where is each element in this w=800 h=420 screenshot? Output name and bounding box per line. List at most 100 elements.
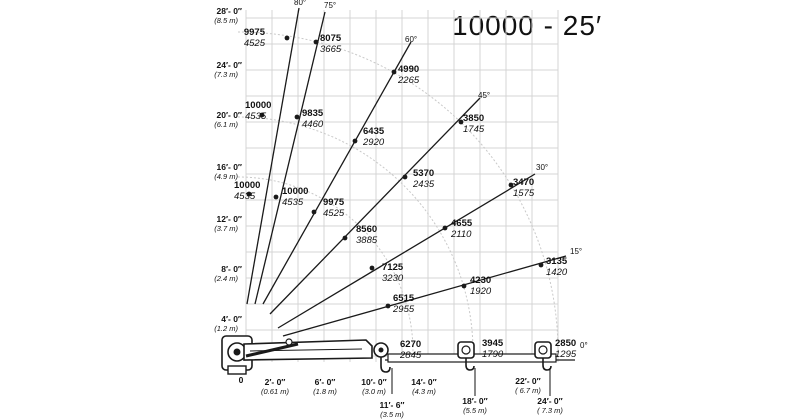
radius-arc xyxy=(237,31,559,353)
distance-label: 0 xyxy=(239,375,244,385)
load-value-lb: 8075 xyxy=(320,33,342,44)
load-value-kg: 3230 xyxy=(382,273,404,284)
load-value-lb: 3850 xyxy=(463,113,484,124)
distance-label-metric: (3.5 m) xyxy=(380,410,404,419)
distance-label: 22′- 0″ xyxy=(515,376,540,386)
boom-line-2 xyxy=(262,41,412,305)
load-point xyxy=(369,265,375,271)
height-label: 12′- 0″ xyxy=(217,214,242,224)
load-value-kg: 1295 xyxy=(555,349,577,360)
height-label: 4′- 0″ xyxy=(221,314,242,324)
distance-label: 18′- 0″ xyxy=(462,396,487,406)
distance-label: 11′- 6″ xyxy=(379,400,404,410)
height-label: 20′- 0″ xyxy=(217,110,242,120)
load-value-lb: 3470 xyxy=(513,177,534,188)
extension-sheave xyxy=(538,345,548,355)
load-point xyxy=(461,283,467,289)
distance-label: 14′- 0″ xyxy=(411,377,436,387)
load-value-kg: 2435 xyxy=(412,179,435,190)
labels: 80°9975452510000453510000453575°80753665… xyxy=(214,0,587,419)
boom-angle-label: 30° xyxy=(536,163,548,172)
load-value-kg: 4460 xyxy=(302,119,324,130)
load-value-lb: 6515 xyxy=(393,293,415,304)
load-point xyxy=(352,138,358,144)
load-point xyxy=(273,194,279,200)
load-value-kg: 3885 xyxy=(356,235,378,246)
load-value-lb: 10000 xyxy=(245,100,271,111)
crane-cylinder-pin xyxy=(285,338,293,346)
distance-label: 2′- 0″ xyxy=(265,377,286,387)
height-label: 28′- 0″ xyxy=(217,6,242,16)
height-label-metric: (7.3 m) xyxy=(214,70,238,79)
load-value-lb: 9975 xyxy=(244,27,266,38)
load-value-kg: 2265 xyxy=(397,75,420,86)
load-value-kg: 4525 xyxy=(244,38,266,49)
load-value-kg: 1745 xyxy=(463,124,485,135)
boom-angle-label: 0° xyxy=(580,341,588,350)
boom-line-5 xyxy=(282,255,567,337)
distance-label-metric: (3.0 m) xyxy=(362,387,386,396)
distance-label: 6′- 0″ xyxy=(315,377,336,387)
crane-pivot-pin xyxy=(233,348,241,356)
load-value-kg: 4535 xyxy=(234,191,256,202)
distance-label-metric: ( 6.7 m) xyxy=(515,386,541,395)
load-value-lb: 4655 xyxy=(451,218,473,229)
distance-label-metric: ( 7.3 m) xyxy=(537,406,563,415)
load-value-kg: 4535 xyxy=(245,111,267,122)
load-value-lb: 8560 xyxy=(356,224,377,235)
radius-arcs xyxy=(237,31,559,353)
boom-line-0 xyxy=(246,7,300,305)
load-value-kg: 1920 xyxy=(470,286,492,297)
height-label-metric: (4.9 m) xyxy=(214,172,238,181)
load-value-kg: 4525 xyxy=(323,208,345,219)
height-label-metric: (3.7 m) xyxy=(214,224,238,233)
load-point xyxy=(313,39,319,45)
load-value-lb: 7125 xyxy=(382,262,404,273)
distance-label: 24′- 0″ xyxy=(537,396,562,406)
distance-label-metric: (1.8 m) xyxy=(313,387,337,396)
height-label: 8′- 0″ xyxy=(221,264,242,274)
load-value-kg: 2110 xyxy=(450,229,472,240)
load-point xyxy=(246,191,252,197)
distance-label-metric: (0.61 m) xyxy=(261,387,289,396)
height-label-metric: (8.5 m) xyxy=(214,16,238,25)
load-value-kg: 2955 xyxy=(392,304,415,315)
load-point xyxy=(538,262,544,268)
boom-angle-label: 15° xyxy=(570,247,582,256)
distance-label: 10′- 0″ xyxy=(361,377,386,387)
boom-angle-label: 80° xyxy=(294,0,306,7)
distance-label-metric: (5.5 m) xyxy=(463,406,487,415)
boom-angle-label: 60° xyxy=(405,35,417,44)
crane-cylinder xyxy=(245,342,299,358)
load-point xyxy=(342,235,348,241)
load-value-lb: 2850 xyxy=(555,338,576,349)
load-value-lb: 5370 xyxy=(413,168,434,179)
load-point xyxy=(402,174,408,180)
chart-title: 10000 - 25′ xyxy=(452,10,603,41)
load-point xyxy=(259,112,265,118)
load-value-kg: 1790 xyxy=(482,349,504,360)
load-point xyxy=(458,119,464,125)
load-point xyxy=(508,182,514,188)
boom-angle-label: 75° xyxy=(324,1,336,10)
boom-line-3 xyxy=(269,97,481,315)
radius-arc xyxy=(237,176,414,353)
load-value-lb: 6270 xyxy=(400,339,421,350)
radius-arc xyxy=(237,116,474,353)
load-point xyxy=(284,35,290,41)
height-label-metric: (1.2 m) xyxy=(214,324,238,333)
load-value-kg: 1575 xyxy=(513,188,535,199)
load-point xyxy=(294,114,300,120)
height-label: 24′- 0″ xyxy=(217,60,242,70)
load-point xyxy=(442,225,448,231)
height-label: 16′- 0″ xyxy=(217,162,242,172)
load-value-lb: 9975 xyxy=(323,197,345,208)
boom-angle-label: 45° xyxy=(478,91,490,100)
crane-illustration xyxy=(221,335,557,375)
extension-hook xyxy=(542,358,552,371)
load-value-kg: 2920 xyxy=(362,137,385,148)
extension-sheave xyxy=(461,345,471,355)
load-point xyxy=(385,303,391,309)
crane-tip-pin xyxy=(378,347,384,353)
